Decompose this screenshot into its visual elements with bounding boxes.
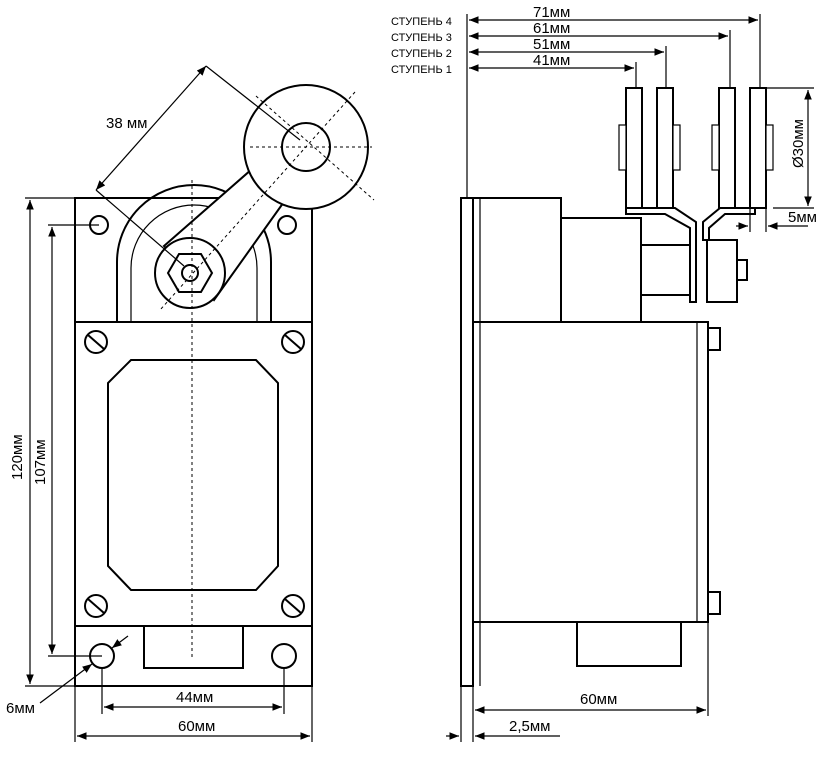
dim-height-total-group: 120мм: [9, 197, 75, 687]
stage-1-dim: 41мм: [533, 52, 570, 69]
screw-top-left: [84, 330, 108, 354]
screw-top-right: [281, 330, 305, 354]
dim-width-group: 60мм: [74, 686, 313, 742]
front-screws: [84, 330, 305, 618]
dim-roller-diameter-label: Ø30мм: [790, 119, 807, 168]
dim-width-label: 60мм: [178, 718, 215, 735]
dim-flange-group: 2,5мм: [446, 686, 560, 742]
dim-flange-label: 2,5мм: [509, 718, 550, 735]
dim-height-holes-group: 107мм: [32, 224, 102, 657]
front-body-outline: [74, 197, 313, 687]
dim-hole-label: 6мм: [6, 700, 35, 717]
side-upper-block: [473, 197, 562, 323]
dim-height-total-label: 120мм: [9, 434, 26, 480]
screw-bottom-left: [84, 594, 108, 618]
front-cover-window: [107, 359, 279, 591]
cable-entry: [143, 625, 244, 669]
dim-lever-group: 38 мм: [95, 65, 301, 267]
side-view: СТУПЕНЬ 4 СТУПЕНЬ 3 СТУПЕНЬ 2 СТУПЕНЬ 1 …: [391, 4, 817, 742]
stage-2-label: СТУПЕНЬ 2: [391, 48, 452, 60]
side-cable-entry: [576, 621, 682, 667]
roller-stage-2: [656, 87, 674, 209]
dim-depth-label: 60мм: [580, 691, 617, 708]
side-shaft-nut: [706, 239, 738, 303]
dim-hole-spacing-group: 44мм: [101, 668, 285, 714]
roller-stage-1: [625, 87, 643, 209]
screw-bottom-right: [281, 594, 305, 618]
side-shaft-block: [640, 244, 694, 296]
dim-depth-group: 60мм: [472, 622, 709, 742]
stage-3-dim: 61мм: [533, 20, 570, 37]
roller-stage-4: [749, 87, 767, 209]
lever-arm: [154, 84, 375, 311]
side-flange: [460, 197, 474, 687]
dim-roller-diameter-group: Ø30мм: [766, 87, 814, 209]
bottom-right-hole: [271, 643, 297, 669]
side-main-body: [472, 321, 709, 623]
front-view: 38 мм 120мм 107мм 6мм 44мм: [6, 65, 375, 742]
stage-4-dim: 71мм: [533, 4, 570, 21]
dim-roller-gap-group: 5мм: [736, 208, 817, 232]
dim-hole-group: 6мм: [6, 635, 129, 717]
roller-stage-3: [718, 87, 736, 209]
dim-roller-gap-label: 5мм: [788, 209, 817, 226]
stage-4-label: СТУПЕНЬ 4: [391, 16, 452, 28]
stage-2-dim: 51мм: [533, 36, 570, 53]
stage-1-label: СТУПЕНЬ 1: [391, 64, 452, 76]
stage-dims: СТУПЕНЬ 4 СТУПЕНЬ 3 СТУПЕНЬ 2 СТУПЕНЬ 1 …: [391, 4, 761, 198]
dim-hole-spacing-label: 44мм: [176, 689, 213, 706]
side-neck-block: [560, 217, 642, 323]
dim-height-holes-label: 107мм: [32, 439, 49, 485]
dim-lever-label: 38 мм: [106, 115, 147, 132]
stage-3-label: СТУПЕНЬ 3: [391, 32, 452, 44]
front-top-right-hole: [277, 215, 297, 235]
